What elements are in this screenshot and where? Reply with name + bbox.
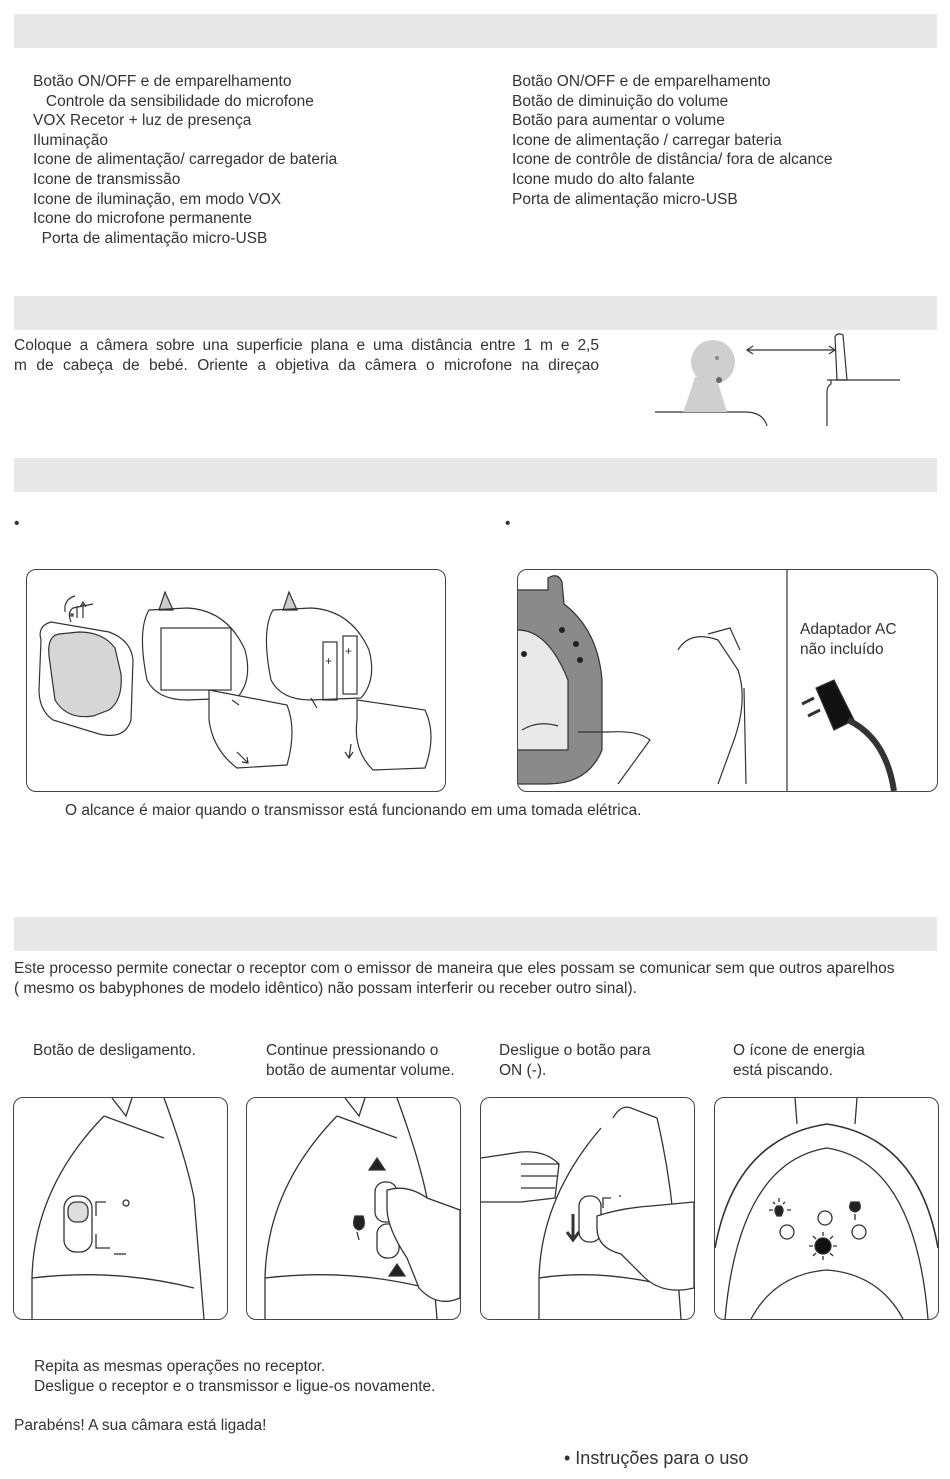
adapter-label-line: não incluído (800, 640, 884, 658)
list-item: Icone de iluminação, em modo VOX (33, 190, 282, 208)
list-item: Botão para aumentar o volume (512, 112, 725, 130)
list-item: Icone de transmissão (33, 170, 181, 188)
step-caption-line: Continue pressionando o (266, 1042, 439, 1059)
text-line: Coloque a câmera sobre una superficie pl… (14, 337, 599, 354)
list-item: Porta de alimentação micro-USB (512, 190, 738, 208)
step-caption-3: Desligue o botão para ON (-). (499, 1041, 651, 1080)
bullet: • (505, 515, 511, 532)
list-item: Porta de alimentação micro-USB (33, 229, 268, 247)
power-adapter-illustration: Adaptador AC não incluído (517, 569, 938, 792)
list-item: Botão ON/OFF e de emparelhamento (33, 73, 292, 90)
list-item: Icone do microfone permanente (33, 210, 252, 228)
list-item: Botão de diminuição do volume (512, 92, 729, 110)
list-item: Botão ON/OFF e de emparelhamento (512, 73, 771, 90)
list-item: Iluminação (33, 131, 108, 149)
baby-camera-distance-illustration (655, 332, 905, 430)
text-line: Desligue o receptor e o transmissor e li… (34, 1377, 436, 1395)
step-2-illustration (246, 1097, 461, 1320)
text-line: Repita as mesmas operações no receptor. (34, 1358, 326, 1375)
repeat-instructions: Repita as mesmas operações no receptor. … (34, 1357, 435, 1396)
placement-instructions: Coloque a câmera sobre una superficie pl… (14, 336, 599, 375)
svg-text:+: + (325, 654, 332, 668)
text-line: m de cabeça de bebé. Oriente a objetiva … (14, 356, 599, 374)
congrats-text: Parabéns! A sua câmara está ligada! (14, 1417, 267, 1434)
step-caption-line: Desligue o botão para (499, 1042, 651, 1059)
step-4-illustration (714, 1097, 939, 1320)
battery-install-illustration: + + (26, 569, 446, 792)
adapter-label: Adaptador AC não incluído (800, 620, 897, 659)
list-item: Controle da sensibilidade do microfone (33, 92, 314, 110)
pairing-intro: Este processo permite conectar o recepto… (14, 959, 894, 998)
list-item: Icone mudo do alto falante (512, 170, 695, 188)
list-item: Icone de alimentação/ carregador de bate… (33, 151, 338, 169)
receiver-parts-list: Botão ON/OFF e de emparelhamento Botão d… (512, 72, 833, 209)
bullet: • (14, 515, 20, 532)
text-line: ( mesmo os babyphones de modelo idêntico… (14, 979, 637, 997)
step-1-illustration (13, 1097, 228, 1320)
list-item: Icone de alimentação / carregar bateria (512, 131, 782, 149)
list-item: Icone de contrôle de distância/ fora de … (512, 151, 833, 169)
section-header-band-3 (14, 458, 937, 492)
step-caption-line: Botão de desligamento. (33, 1042, 196, 1059)
text-line: Este processo permite conectar o recepto… (14, 960, 895, 977)
step-caption-1: Botão de desligamento. (33, 1041, 196, 1061)
step-caption-line: está piscando. (733, 1061, 833, 1079)
step-caption-2: Continue pressionando o botão de aumenta… (266, 1041, 455, 1080)
svg-text:+: + (345, 644, 352, 658)
step-caption-line: O ícone de energia (733, 1042, 865, 1059)
step-caption-line: botão de aumentar volume. (266, 1061, 455, 1079)
list-item: VOX Recetor + luz de presença (33, 112, 252, 130)
adapter-label-line: Adaptador AC (800, 621, 897, 638)
footer-label: • Instruções para o uso (564, 1448, 749, 1468)
section-header-band-1 (14, 14, 937, 48)
section-header-band-2 (14, 296, 937, 330)
section-header-band-4 (14, 917, 937, 951)
step-3-illustration (480, 1097, 695, 1320)
transmitter-parts-list: Botão ON/OFF e de emparelhamento Control… (33, 72, 337, 248)
step-caption-line: ON (-). (499, 1061, 547, 1079)
step-caption-4: O ícone de energia está piscando. (733, 1041, 865, 1080)
range-note: O alcance é maior quando o transmissor e… (65, 802, 642, 819)
